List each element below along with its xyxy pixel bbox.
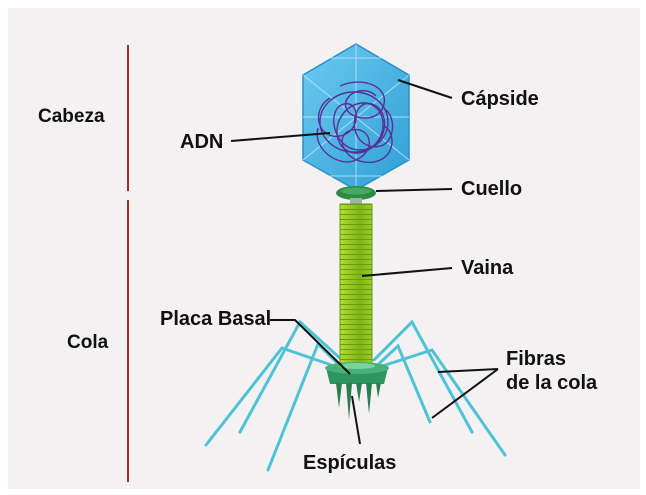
tail-fiber — [376, 350, 505, 455]
sheath-icon — [340, 204, 372, 366]
tail-fiber — [206, 348, 340, 445]
label-tail-fibers-2: de la cola — [506, 372, 597, 394]
baseplate-icon — [325, 362, 389, 384]
label-baseplate: Placa Basal — [160, 308, 271, 330]
neck-leader — [376, 189, 452, 191]
label-neck: Cuello — [461, 178, 522, 200]
label-dna: ADN — [180, 131, 223, 153]
spikes-icon — [336, 383, 381, 420]
label-tail-fibers-1: Fibras — [506, 348, 566, 370]
label-spikes: Espículas — [303, 452, 396, 474]
tail-fiber — [374, 322, 472, 432]
label-sheath: Vaina — [461, 257, 513, 279]
sheath-leader — [362, 268, 452, 276]
label-capsid: Cápside — [461, 88, 539, 110]
spikes-leader — [352, 396, 360, 444]
neck-icon — [336, 186, 376, 204]
